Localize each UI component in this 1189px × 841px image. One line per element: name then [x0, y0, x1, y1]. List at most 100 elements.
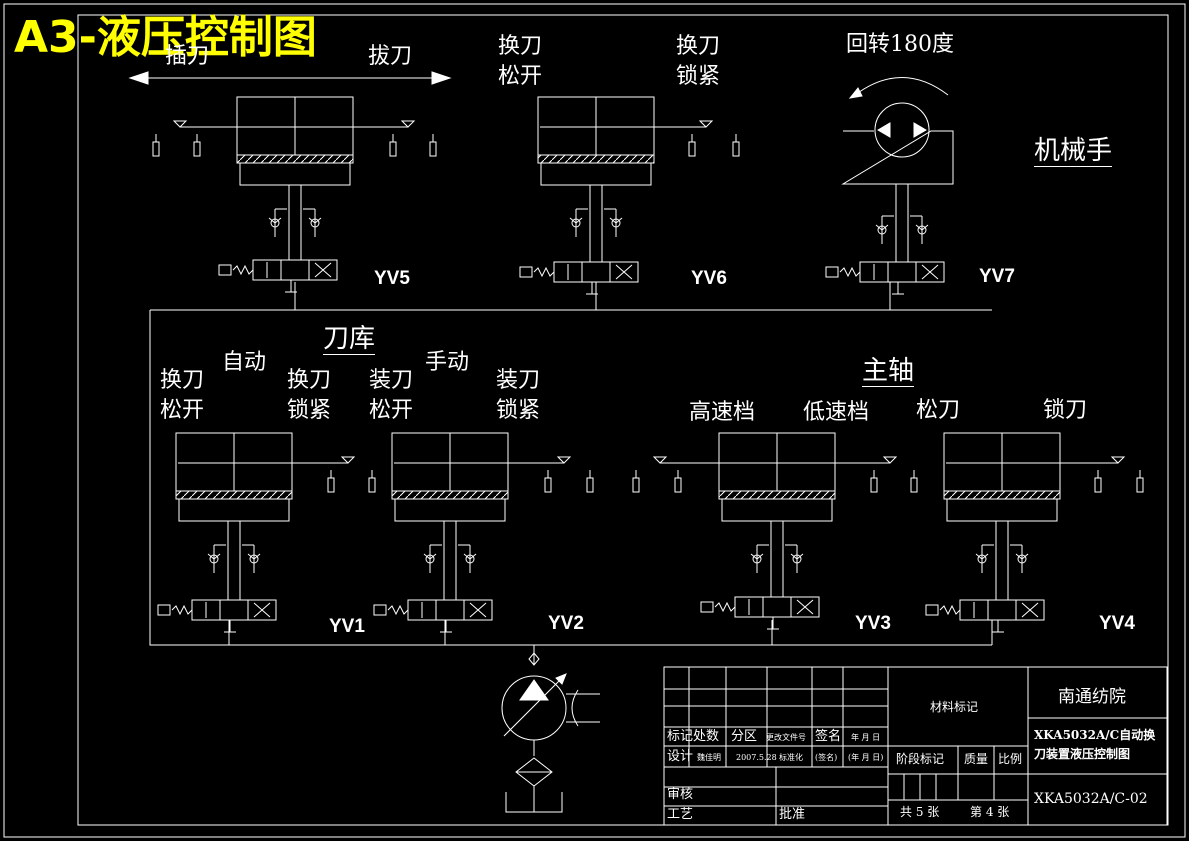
cylinder-hatch — [175, 490, 293, 500]
label-high-gear: 高速档 — [689, 400, 756, 425]
label-manual: 手动 — [425, 350, 470, 375]
cylinder-hatch — [537, 154, 655, 164]
stop-marker-right — [556, 456, 572, 464]
stop-marker-right — [1110, 456, 1126, 464]
valve-label-yv6: YV6 — [691, 268, 727, 289]
valve-solenoid — [519, 266, 533, 278]
tb-r1-count: 处数 — [693, 729, 720, 744]
valve-label-yv5: YV5 — [374, 268, 410, 289]
valve-cross — [1021, 602, 1039, 618]
cylinder-hatch — [943, 490, 1061, 500]
tb-approve: 批准 — [779, 807, 806, 822]
tb-r2-standard: 标准化 — [779, 753, 803, 762]
valve-spring — [387, 604, 409, 616]
tb-r1-date: 年 月 日 — [851, 733, 881, 742]
tb-stage: 阶段标记 — [896, 752, 945, 766]
tb-r2-design: 设计 — [667, 749, 694, 764]
label-pull-tool: 拔刀 — [368, 44, 413, 69]
limit-switch — [1094, 477, 1102, 493]
label-swap-lock-1: 换刀 — [676, 34, 721, 59]
tb-material: 材料标记 — [930, 700, 979, 714]
tb-scale: 比例 — [998, 752, 1023, 766]
misc-symbols — [128, 71, 1144, 813]
drawing-frame — [3, 3, 1186, 838]
cylinder-base — [540, 162, 652, 186]
valve-cross — [796, 599, 814, 615]
check-valve — [977, 554, 987, 564]
valve-spring — [533, 266, 555, 278]
tb-r1-mark: 标记 — [667, 729, 694, 744]
rotary-arrows — [877, 122, 927, 138]
check-valve — [1017, 554, 1027, 564]
label-swap-release-2: 松开 — [498, 64, 543, 89]
rotation-arc — [854, 77, 949, 96]
stop-marker-left — [172, 120, 188, 128]
valve-spring — [232, 264, 254, 276]
valve-spring — [939, 604, 961, 616]
valve-cross — [253, 602, 271, 618]
label-load-lock-2: 锁紧 — [496, 398, 541, 423]
cylinder-hatch — [236, 154, 354, 164]
limit-switch — [632, 477, 640, 493]
drawing-title: A3-液压控制图 — [14, 12, 317, 63]
check-seat — [975, 553, 1029, 560]
valve-body — [252, 259, 338, 281]
check-valve — [425, 554, 435, 564]
label-spindle: 主轴 — [862, 356, 915, 387]
cylinder-hatch — [391, 490, 509, 500]
label-low-gear: 低速档 — [803, 400, 870, 425]
limit-switch — [327, 477, 335, 493]
check-seat — [875, 224, 929, 231]
valve-label-yv3: YV3 — [855, 613, 891, 634]
valve-label-yv7: YV7 — [979, 266, 1015, 287]
inner-border — [77, 14, 1169, 826]
check-valve — [877, 225, 887, 235]
label-mag-swap-lock-1: 换刀 — [287, 368, 332, 393]
valve-cross — [615, 264, 633, 280]
valve-body — [734, 596, 820, 618]
tb-r1-zone: 分区 — [731, 729, 758, 744]
rotation-arrow — [848, 87, 863, 99]
rotary-actuator — [874, 102, 930, 158]
limit-switch — [389, 141, 397, 157]
valve-label-yv1: YV1 — [329, 616, 365, 637]
check-seat — [207, 553, 261, 560]
tb-review: 审核 — [667, 787, 694, 802]
motor-curve — [571, 689, 579, 727]
title-block-grid — [663, 666, 1168, 826]
limit-switch — [586, 477, 594, 493]
limit-switch — [688, 141, 696, 157]
tb-drawing-title-1: XKA5032A/C自动换 — [1034, 728, 1156, 742]
check-valve — [792, 554, 802, 564]
limit-switch — [870, 477, 878, 493]
valve-solenoid — [157, 604, 171, 616]
stop-marker-right — [400, 120, 416, 128]
valve-spring — [171, 604, 193, 616]
limit-switch — [544, 477, 552, 493]
tb-r2-designer: 魏佳明 — [697, 753, 721, 762]
valve-body — [407, 599, 493, 621]
check-seat — [750, 553, 804, 560]
limit-switch — [674, 477, 682, 493]
valve-label-yv2: YV2 — [548, 613, 584, 634]
check-valve — [310, 218, 320, 228]
check-valve — [571, 218, 581, 228]
cylinder-base — [178, 498, 290, 522]
tb-r2-ymd: (年 月 日) — [848, 753, 884, 762]
cylinder-hatch — [718, 490, 836, 500]
check-seat — [423, 553, 477, 560]
check-valve — [209, 554, 219, 564]
rotary-loop — [841, 130, 954, 185]
check-valve — [270, 218, 280, 228]
limit-switch — [910, 477, 918, 493]
valve-solenoid — [218, 264, 232, 276]
tb-r2-date: 2007.5.28 — [736, 753, 777, 762]
valve-solenoid — [700, 601, 714, 613]
pump-arrow-head — [555, 673, 567, 685]
pump-variable-arrow — [503, 675, 565, 737]
stop-marker-right — [698, 120, 714, 128]
check-valve — [917, 225, 927, 235]
valve-cross — [469, 602, 487, 618]
stroke-arrow-heads — [128, 71, 452, 85]
valve-solenoid — [825, 266, 839, 278]
